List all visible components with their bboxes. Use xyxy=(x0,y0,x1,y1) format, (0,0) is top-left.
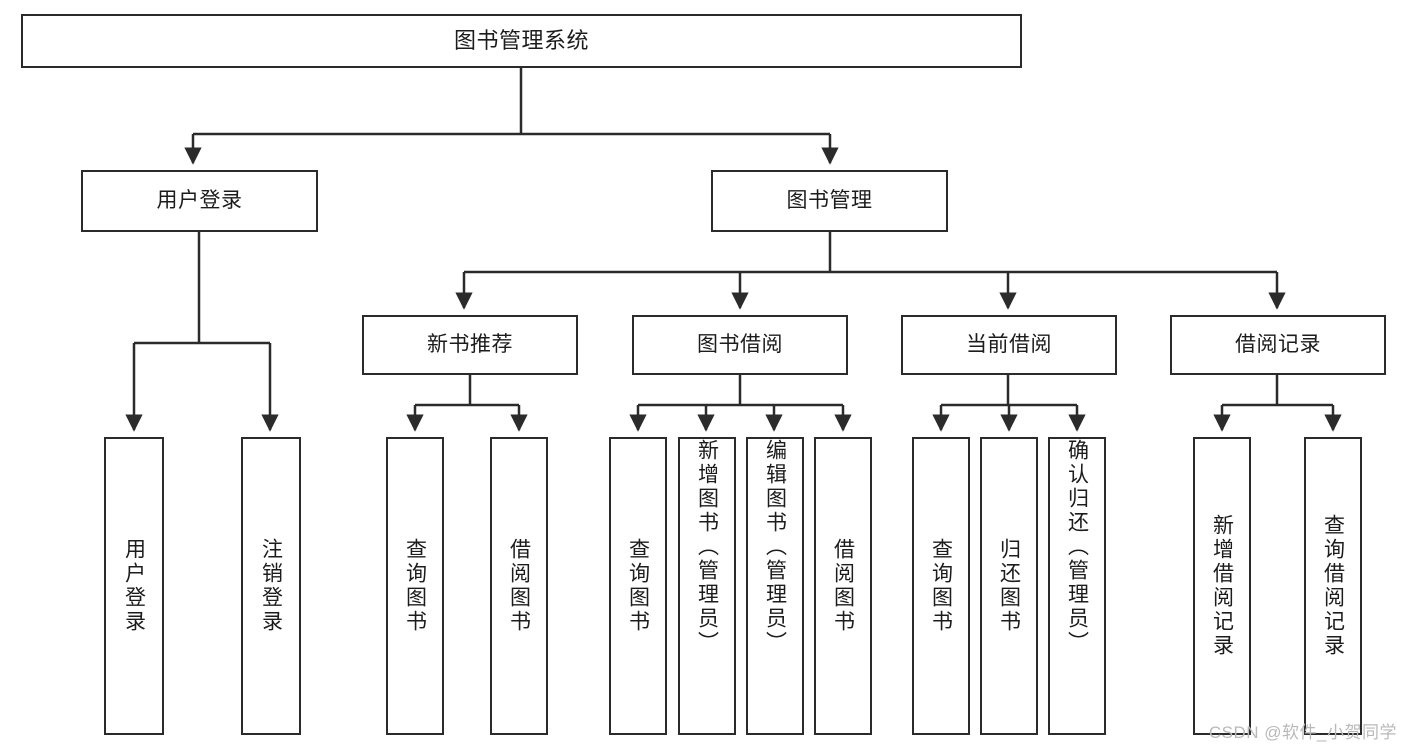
node-borrow-record[interactable]: 借阅记录 xyxy=(1170,315,1386,375)
node-user-login-label: 用户登录 xyxy=(156,188,243,212)
node-current-borrow-label: 当前借阅 xyxy=(966,332,1052,356)
leaf-query-book-2-label: 查询图书 xyxy=(626,538,650,634)
leaf-query-record[interactable]: 查询借阅记录 xyxy=(1304,437,1362,735)
leaf-edit-book-label: 编辑图书（管理员） xyxy=(763,439,787,655)
leaf-borrow-book-2-label: 借阅图书 xyxy=(831,538,855,634)
node-book-borrow[interactable]: 图书借阅 xyxy=(632,315,848,375)
leaf-query-record-label: 查询借阅记录 xyxy=(1321,514,1345,658)
leaf-edit-book[interactable]: 编辑图书（管理员） xyxy=(746,437,804,735)
leaf-query-book-3-label: 查询图书 xyxy=(929,538,953,634)
node-root-label: 图书管理系统 xyxy=(453,28,589,54)
leaf-query-book-3[interactable]: 查询图书 xyxy=(912,437,970,735)
node-book-manage-label: 图书管理 xyxy=(786,188,873,212)
leaf-add-book[interactable]: 新增图书（管理员） xyxy=(678,437,736,735)
leaf-return-book[interactable]: 归还图书 xyxy=(980,437,1038,735)
leaf-confirm-return-label: 确认归还（管理员） xyxy=(1065,439,1089,655)
leaf-user-logout[interactable]: 注销登录 xyxy=(241,437,301,735)
node-user-login[interactable]: 用户登录 xyxy=(81,170,318,232)
node-borrow-record-label: 借阅记录 xyxy=(1235,332,1321,356)
leaf-borrow-book-1-label: 借阅图书 xyxy=(507,538,531,634)
node-current-borrow[interactable]: 当前借阅 xyxy=(901,315,1117,375)
leaf-query-book-1-label: 查询图书 xyxy=(403,538,427,634)
node-root[interactable]: 图书管理系统 xyxy=(21,14,1022,68)
leaf-borrow-book-1[interactable]: 借阅图书 xyxy=(490,437,548,735)
leaf-query-book-2[interactable]: 查询图书 xyxy=(609,437,667,735)
node-new-book-recommend[interactable]: 新书推荐 xyxy=(362,315,578,375)
watermark: CSDN @软件_小贺同学 xyxy=(1208,723,1397,742)
leaf-confirm-return[interactable]: 确认归还（管理员） xyxy=(1048,437,1106,735)
leaf-user-login[interactable]: 用户登录 xyxy=(104,437,164,735)
leaf-user-login-label: 用户登录 xyxy=(122,538,146,634)
leaf-add-record[interactable]: 新增借阅记录 xyxy=(1193,437,1251,735)
node-book-manage[interactable]: 图书管理 xyxy=(711,170,948,232)
leaf-borrow-book-2[interactable]: 借阅图书 xyxy=(814,437,872,735)
node-new-book-recommend-label: 新书推荐 xyxy=(427,332,513,356)
leaf-add-record-label: 新增借阅记录 xyxy=(1210,514,1234,658)
leaf-query-book-1[interactable]: 查询图书 xyxy=(386,437,444,735)
leaf-user-logout-label: 注销登录 xyxy=(259,538,283,634)
leaf-add-book-label: 新增图书（管理员） xyxy=(695,439,719,655)
leaf-return-book-label: 归还图书 xyxy=(997,538,1021,634)
node-book-borrow-label: 图书借阅 xyxy=(697,332,783,356)
